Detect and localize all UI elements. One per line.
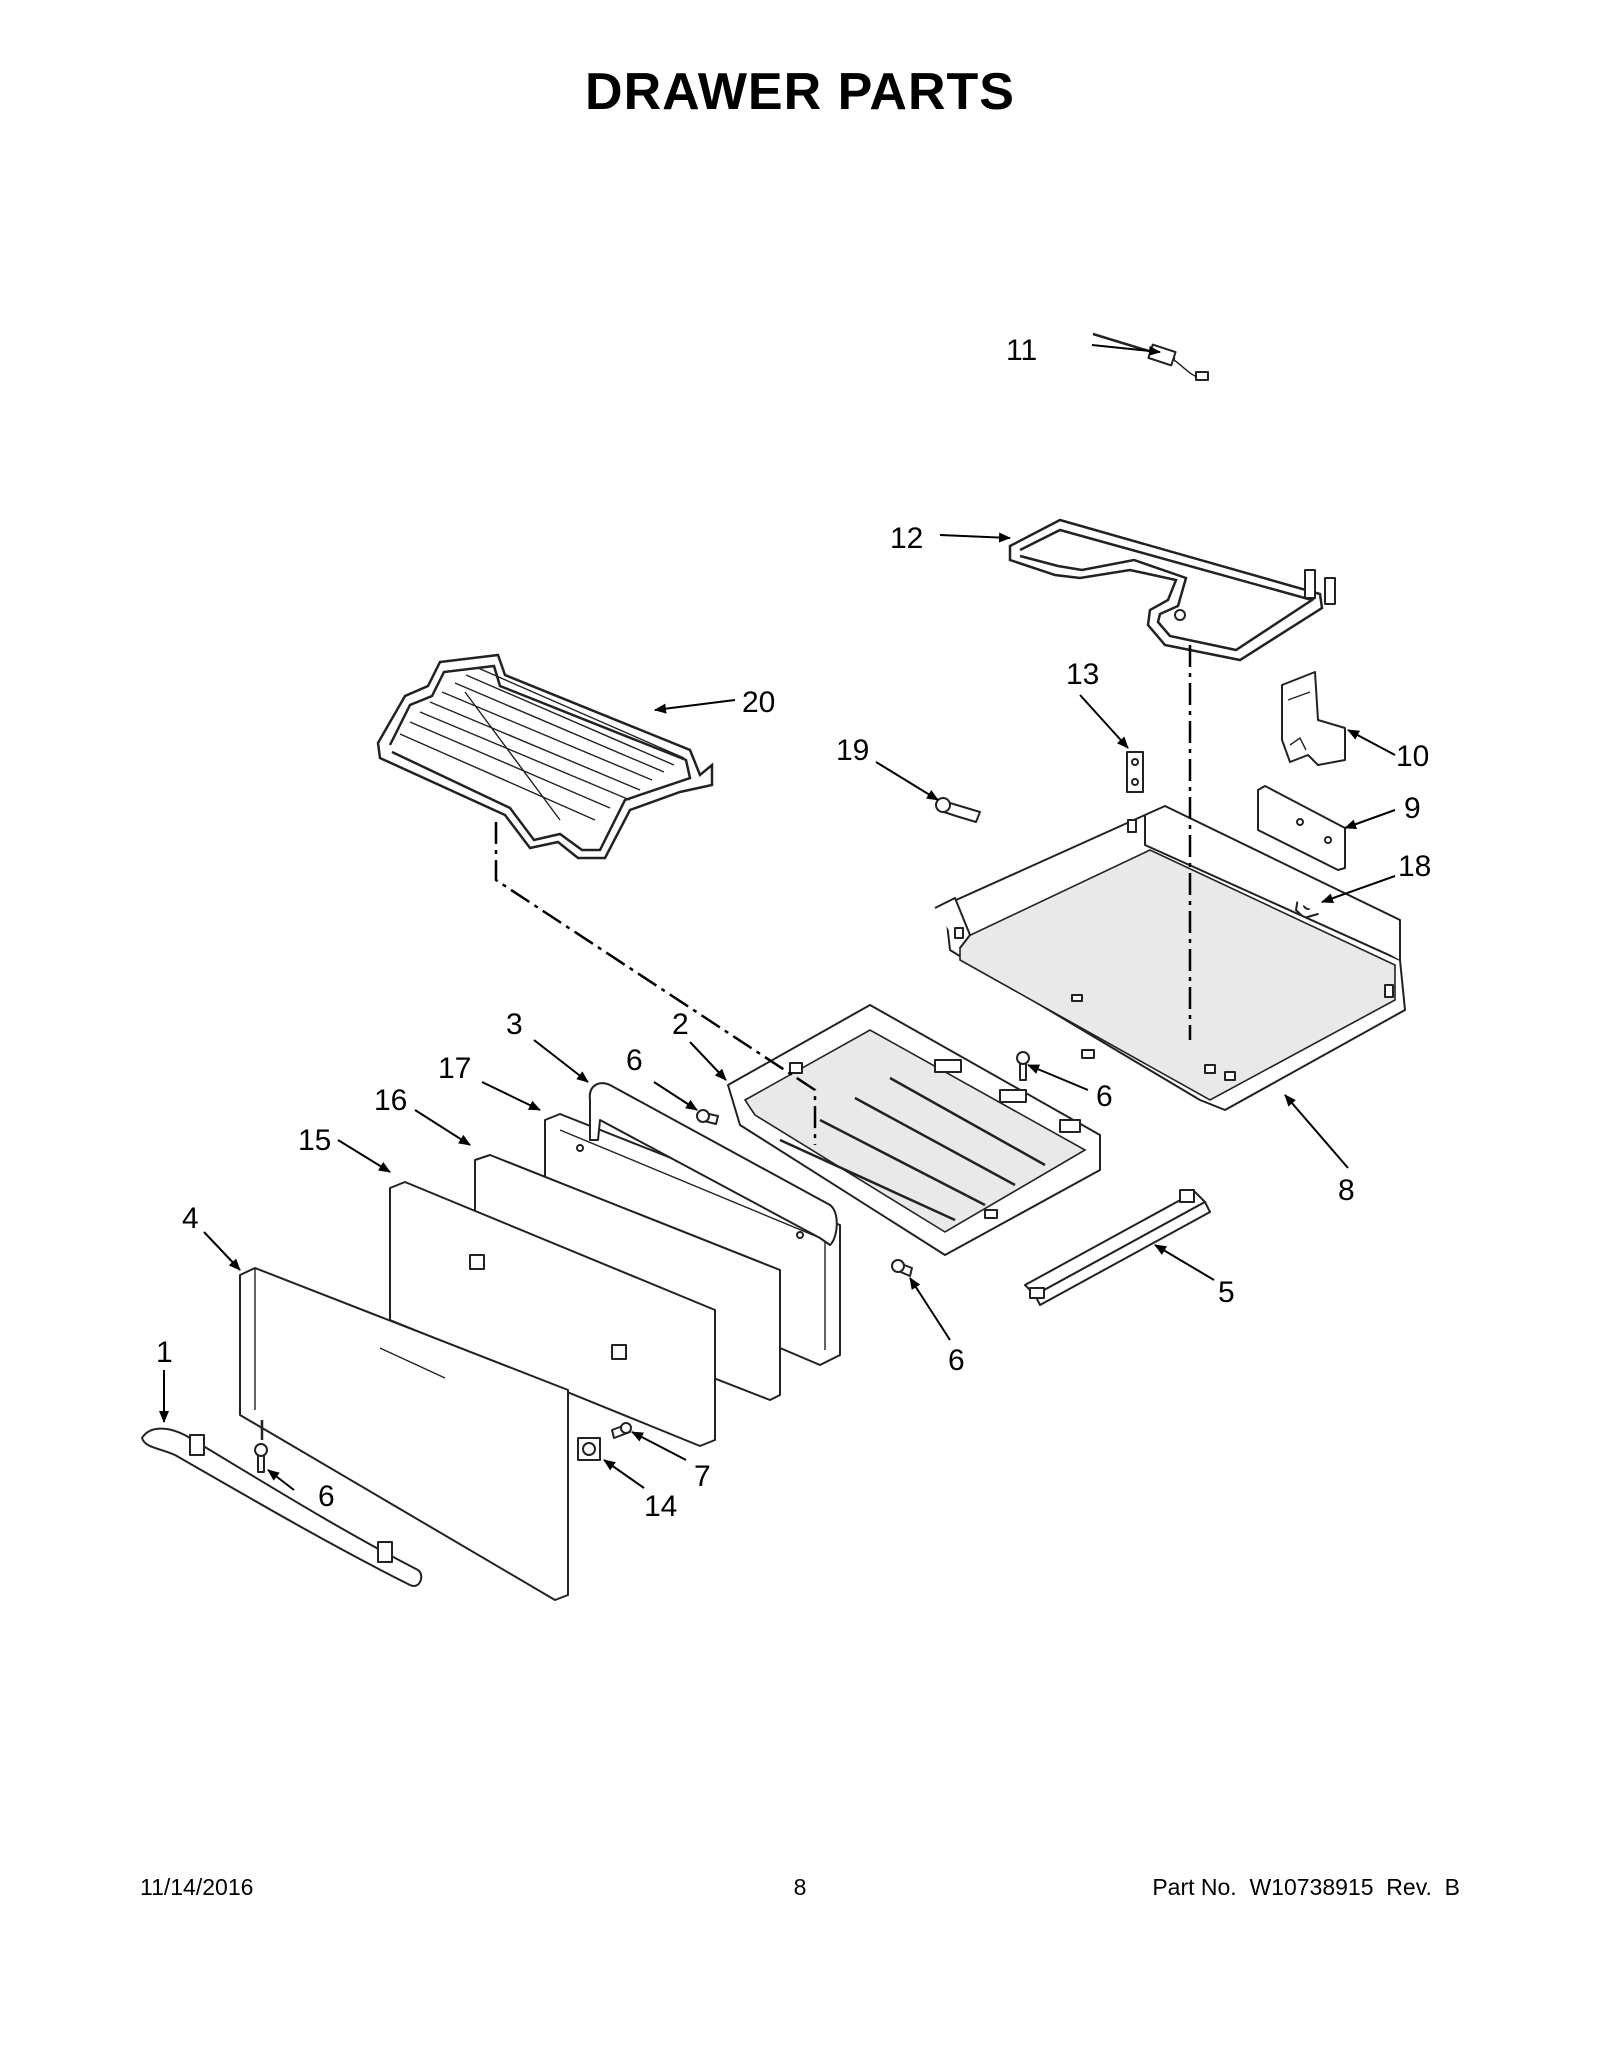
rod-part-3 — [588, 1082, 838, 1246]
callout-11: 11 — [1006, 334, 1037, 367]
handle-part-1 — [141, 1427, 423, 1587]
callout-2: 2 — [672, 1008, 689, 1041]
bracket-part-13 — [1126, 751, 1144, 793]
bracket-part-9 — [1257, 785, 1346, 871]
knob-part-14 — [577, 1437, 601, 1461]
leader-arrows — [159, 344, 1396, 1491]
wire-rack-part-20 — [376, 653, 714, 860]
callout-15: 15 — [298, 1124, 331, 1157]
callout-19: 19 — [836, 734, 869, 767]
callout-20: 20 — [742, 686, 775, 719]
callout-10: 10 — [1396, 740, 1429, 773]
footer-date: 11/14/2016 — [140, 1874, 254, 1900]
callout-1: 1 — [156, 1336, 173, 1369]
screw-part-7 — [611, 1422, 632, 1439]
callout-6-upper: 6 — [626, 1044, 643, 1077]
door-front-part-4 — [239, 1267, 569, 1601]
screw-part-6-door — [254, 1443, 268, 1473]
callout-7: 7 — [694, 1460, 711, 1493]
callout-13: 13 — [1066, 658, 1099, 691]
callout-6-lower: 6 — [948, 1344, 965, 1377]
bracket-part-10 — [1281, 671, 1346, 766]
screw-part-6-upper — [696, 1109, 719, 1125]
bake-element-part-12 — [1008, 518, 1336, 662]
callout-9: 9 — [1404, 792, 1421, 825]
callout-5: 5 — [1218, 1276, 1235, 1309]
callout-12: 12 — [890, 522, 923, 555]
sensor-part-11 — [1092, 332, 1209, 381]
callout-16: 16 — [374, 1084, 407, 1117]
callout-8: 8 — [1338, 1174, 1355, 1207]
alignment-line-rack-to-pan — [494, 822, 817, 1145]
callout-4: 4 — [182, 1202, 199, 1235]
screw-part-6-lower — [891, 1259, 913, 1277]
screw-part-19 — [935, 797, 981, 823]
page-title: DRAWER PARTS — [585, 63, 1015, 121]
callout-17: 17 — [438, 1052, 471, 1085]
callout-6-pan: 6 — [1096, 1080, 1113, 1113]
drawer-housing-part-8 — [934, 805, 1406, 1111]
callout-18: 18 — [1398, 850, 1431, 883]
drawer-pan-part-2 — [727, 1004, 1101, 1256]
slide-rail-part-5 — [1024, 1189, 1211, 1306]
callout-14: 14 — [644, 1490, 677, 1523]
footer-part-number: Part No. W10738915 Rev. B — [1152, 1874, 1460, 1900]
screw-part-6-pan — [1016, 1051, 1030, 1081]
callout-6-door: 6 — [318, 1480, 335, 1513]
callout-3: 3 — [506, 1008, 523, 1041]
footer-page-number: 8 — [793, 1874, 807, 1900]
